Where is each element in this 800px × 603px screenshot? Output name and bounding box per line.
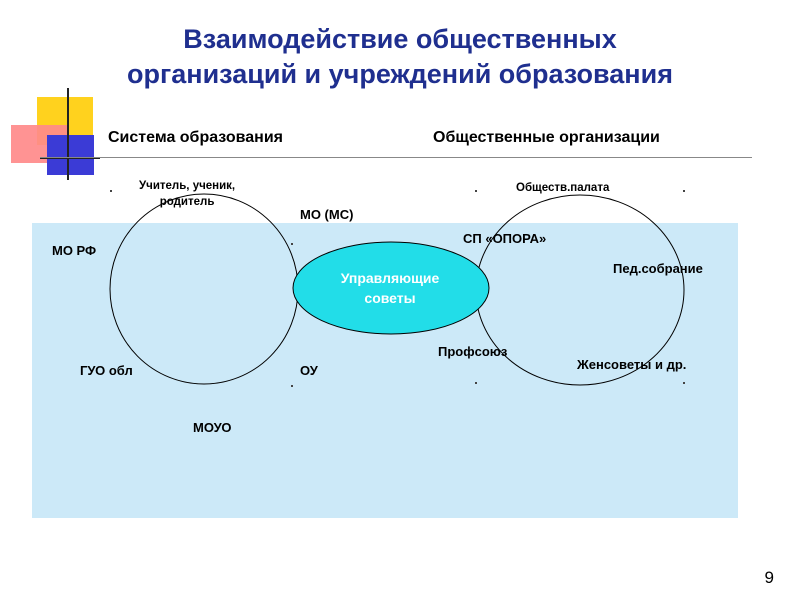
decor-vertical-line	[67, 88, 69, 180]
label-mo-ms: МО (МС)	[300, 207, 354, 222]
teacher-label-line-1: Учитель, ученик,	[139, 180, 236, 192]
left-circle	[109, 193, 299, 385]
label-mo-rf: МО РФ	[52, 243, 97, 258]
label-obshchestv-palata: Обществ.палата	[516, 182, 610, 194]
header-divider	[40, 157, 752, 158]
center-label-line-1: Управляющие	[340, 270, 440, 286]
center-ellipse	[292, 241, 490, 335]
title-line-2: организаций и учреждений образования	[127, 59, 673, 89]
header-education-system: Система образования	[108, 129, 283, 146]
page-title: Взаимодействие общественных организаций …	[0, 22, 800, 92]
label-profsoyuz: Профсоюз	[438, 344, 508, 359]
label-ou: ОУ	[300, 363, 318, 378]
dot-marker	[291, 243, 293, 245]
center-label-line-2: советы	[364, 290, 416, 306]
dot-marker	[683, 190, 685, 192]
dot-marker	[291, 385, 293, 387]
label-mouo: МОУО	[193, 420, 232, 435]
label-sp-opora: СП «ОПОРА»	[463, 231, 547, 246]
label-zhensovety: Женсоветы и др.	[577, 357, 687, 372]
page-number: 9	[764, 568, 774, 587]
dot-marker	[475, 382, 477, 384]
center-label: Управляющие советы	[300, 268, 480, 308]
label-ped-sobranie: Пед.собрание	[613, 261, 703, 276]
header-public-organizations: Общественные организации	[433, 129, 660, 146]
title-line-1: Взаимодействие общественных	[183, 24, 617, 54]
decor-horizontal-line	[40, 157, 100, 159]
label-guo: ГУО обл	[80, 363, 133, 378]
label-teacher-student-parent: Учитель, ученик, родитель	[139, 178, 235, 210]
teacher-label-line-2: родитель	[159, 196, 215, 208]
dot-marker	[110, 190, 112, 192]
dot-marker	[475, 190, 477, 192]
decor-blue-square	[47, 135, 94, 175]
dot-marker	[683, 382, 685, 384]
